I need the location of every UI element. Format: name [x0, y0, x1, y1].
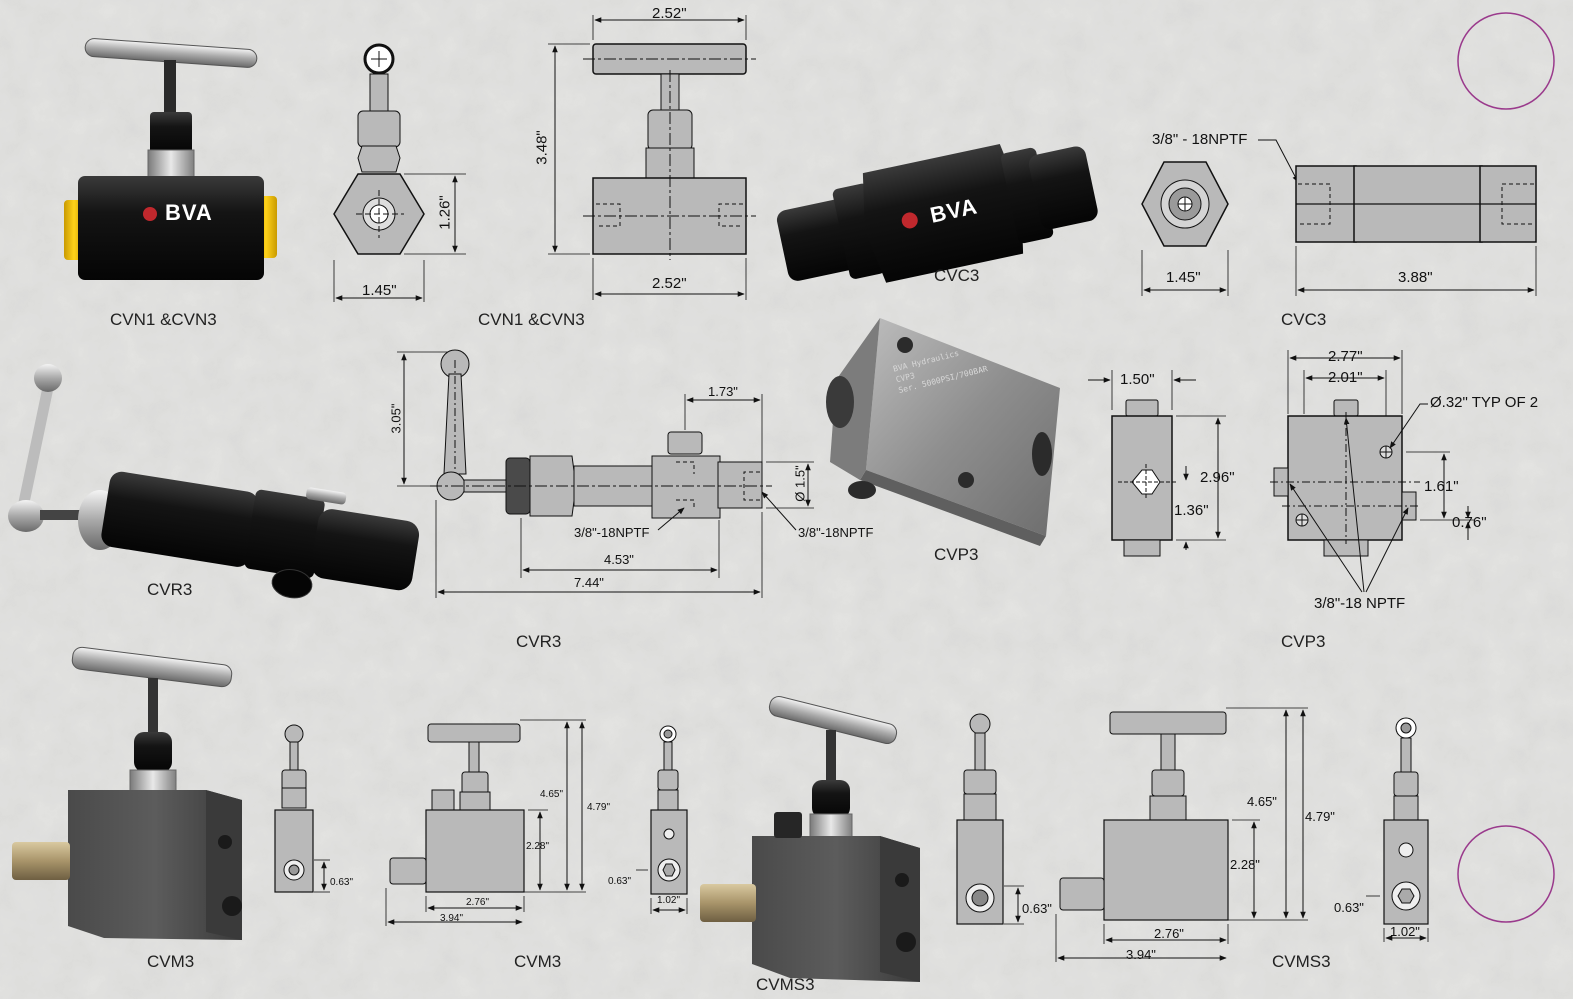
dim-cvn-top-width: 2.52" [652, 5, 687, 22]
dim-cvc-port: 3/8" - 18NPTF [1152, 131, 1248, 148]
caption-cvp-drawing: CVP3 [1281, 632, 1326, 651]
cvms-end-drawing [1366, 717, 1429, 942]
cvc-photo [776, 144, 1098, 283]
cvr-drawing [397, 349, 814, 598]
dim-cvr-total: 7.44" [574, 575, 604, 590]
cvm-photo [12, 646, 242, 940]
caption-cvn-drawing: CVN1 &CVN3 [478, 310, 585, 329]
caption-cvr-drawing: CVR3 [516, 632, 562, 651]
dim-cvp-h1: 1.61" [1424, 478, 1459, 495]
caption-cvc-photo: CVC3 [934, 266, 980, 285]
dim-cvp-w2: 2.01" [1328, 369, 1363, 386]
dim-cvp-side-h1: 2.96" [1200, 469, 1235, 486]
dim-cvm-end-port: 0.63" [608, 876, 632, 887]
dim-cvn-side-width: 1.45" [362, 282, 397, 299]
caption-cvms-photo: CVMS3 [756, 975, 815, 994]
cvm-front-drawing [385, 719, 586, 926]
dim-cvp-w1: 2.77" [1328, 348, 1363, 365]
caption-cvm-photo: CVM3 [147, 952, 195, 971]
cvn-side-drawing [333, 43, 466, 302]
decorative-circle-top [1457, 12, 1555, 110]
cvms-front-drawing [1055, 707, 1308, 962]
cvn-front-drawing [548, 15, 756, 300]
dim-cvr-body: 4.53" [604, 552, 634, 567]
dim-cvms-h3: 2.28" [1230, 857, 1260, 872]
cvr-photo [8, 364, 420, 599]
dim-cvm-h3: 2.28" [526, 841, 550, 852]
caption-cvr-photo: CVR3 [147, 580, 193, 599]
cvms-side-drawing [956, 713, 1024, 925]
dim-cvm-end-width: 1.02" [657, 895, 681, 906]
cvc-end-drawing [1141, 139, 1299, 296]
cvn-brand-logo: BVA [165, 200, 213, 225]
dim-cvms-w2: 3.94" [1126, 947, 1156, 962]
dim-cvp-side-width: 1.50" [1120, 371, 1155, 388]
dim-cvms-end-width: 1.02" [1390, 924, 1420, 939]
dim-cvm-h1: 4.65" [540, 789, 564, 800]
cvms-photo [700, 695, 920, 982]
dim-cvr-height: 3.05" [388, 403, 404, 434]
cvm-end-drawing [636, 725, 688, 914]
dim-cvr-port-a: 3/8"-18NPTF [574, 525, 650, 540]
cvn-photo [64, 38, 277, 280]
dim-cvc-length: 3.88" [1398, 269, 1433, 286]
dim-cvr-top: 1.73" [708, 384, 738, 399]
dim-cvn-bottom-width: 2.52" [652, 275, 687, 292]
dim-cvp-side-h2: 1.36" [1174, 502, 1209, 519]
decorative-circle-bottom [1457, 825, 1555, 923]
dim-cvms-h1: 4.65" [1247, 794, 1277, 809]
dim-cvms-w1: 2.76" [1154, 926, 1184, 941]
dim-cvp-holes: Ø.32" TYP OF 2 [1430, 394, 1539, 411]
cvp-front-drawing [1270, 350, 1474, 593]
cvp-photo [826, 318, 1060, 546]
dim-cvr-port-b: 3/8"-18NPTF [798, 525, 874, 540]
dim-cvms-side-port: 0.63" [1022, 901, 1052, 916]
cvp-side-drawing [1088, 370, 1226, 557]
dim-cvn-side-height: 1.26" [436, 195, 454, 230]
cvc-side-drawing [1295, 165, 1537, 296]
dim-cvp-ports: 3/8"-18 NPTF [1314, 595, 1406, 612]
dim-cvm-w2: 3.94" [440, 913, 464, 924]
caption-cvms-drawing: CVMS3 [1272, 952, 1331, 971]
caption-cvn-photo: CVN1 &CVN3 [110, 310, 217, 329]
dim-cvr-dia: Ø 1.5" [792, 465, 808, 502]
caption-cvc-drawing: CVC3 [1281, 310, 1327, 329]
dim-cvm-w1: 2.76" [466, 897, 490, 908]
dim-cvms-end-port: 0.63" [1334, 900, 1364, 915]
dim-cvm-side-port: 0.63" [330, 877, 354, 888]
dim-cvn-height: 3.48" [533, 130, 551, 165]
dim-cvc-width: 1.45" [1166, 269, 1201, 286]
caption-cvp-photo: CVP3 [934, 545, 979, 564]
cvm-side-drawing [274, 724, 330, 893]
dim-cvm-h2: 4.79" [587, 802, 611, 813]
caption-cvm-drawing: CVM3 [514, 952, 562, 971]
dim-cvp-h2: 0.76" [1452, 514, 1487, 531]
dim-cvms-h2: 4.79" [1305, 809, 1335, 824]
